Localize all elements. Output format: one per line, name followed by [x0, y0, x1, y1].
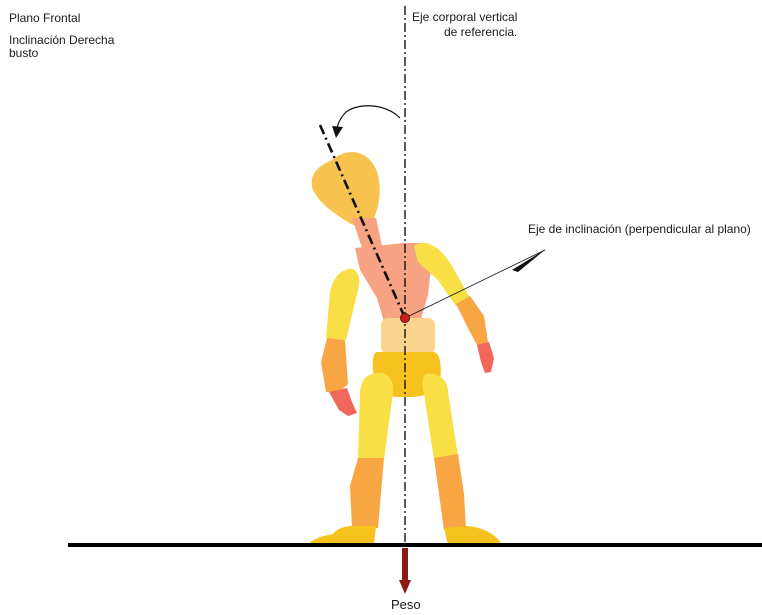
neck	[352, 218, 382, 248]
left-thigh	[358, 373, 393, 460]
left-shin	[350, 458, 384, 528]
right-forearm	[456, 296, 488, 347]
vertical-axis-label-line1: Eje corporal vertical	[412, 10, 517, 25]
left-foot	[308, 526, 376, 545]
left-hand	[329, 388, 357, 416]
left-forearm	[321, 338, 348, 392]
pelvis	[381, 318, 435, 354]
vertical-axis-label: Eje corporal vertical de referencia.	[412, 10, 517, 40]
right-foot	[444, 526, 502, 545]
head	[312, 152, 380, 227]
rotation-arrow	[336, 106, 400, 132]
weight-arrow-head	[399, 580, 411, 594]
right-thigh	[423, 374, 458, 460]
incline-axis-label: Eje de inclinación (perpendicular al pla…	[528, 222, 751, 237]
left-upper-arm	[326, 269, 359, 340]
incline-axis-pointer-head	[512, 249, 546, 272]
right-shin	[434, 454, 466, 530]
weight-label: Peso	[391, 597, 421, 612]
rotation-arrow-head	[332, 126, 343, 138]
vertical-axis-label-line2: de referencia.	[412, 25, 517, 40]
plane-label: Plano Frontal	[9, 11, 80, 26]
weight-arrow-shaft	[402, 548, 408, 582]
movement-label-line2: busto	[9, 46, 38, 61]
right-hand	[477, 342, 494, 373]
inclination-axis-point	[401, 314, 410, 323]
